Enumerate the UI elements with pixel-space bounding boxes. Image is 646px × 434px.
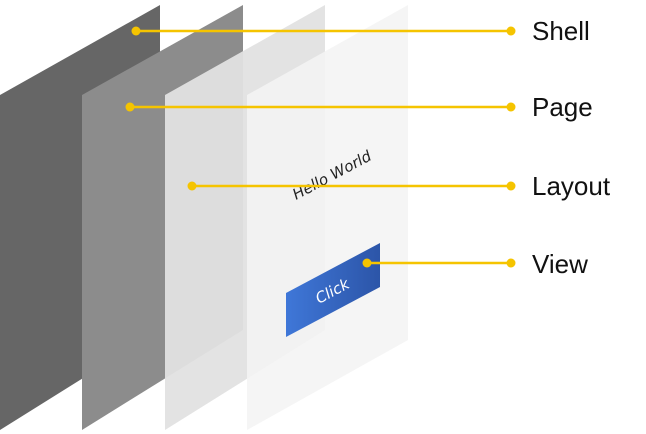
page-end-dot (506, 102, 516, 112)
view-label: View (532, 249, 588, 279)
shell-start-dot (131, 26, 141, 36)
view-start-dot (362, 258, 372, 268)
shell-label: Shell (532, 16, 590, 46)
page-start-dot (125, 102, 135, 112)
page-label: Page (532, 92, 593, 122)
click-button-shape[interactable] (286, 243, 380, 337)
layout-label: Layout (532, 171, 611, 201)
layout-start-dot (187, 181, 197, 191)
click-button[interactable]: Click (286, 243, 380, 337)
connector-dots (125, 26, 516, 268)
connectors (130, 29, 511, 265)
layout-end-dot (506, 181, 516, 191)
shell-end-dot (506, 26, 516, 36)
view-end-dot (506, 258, 516, 268)
